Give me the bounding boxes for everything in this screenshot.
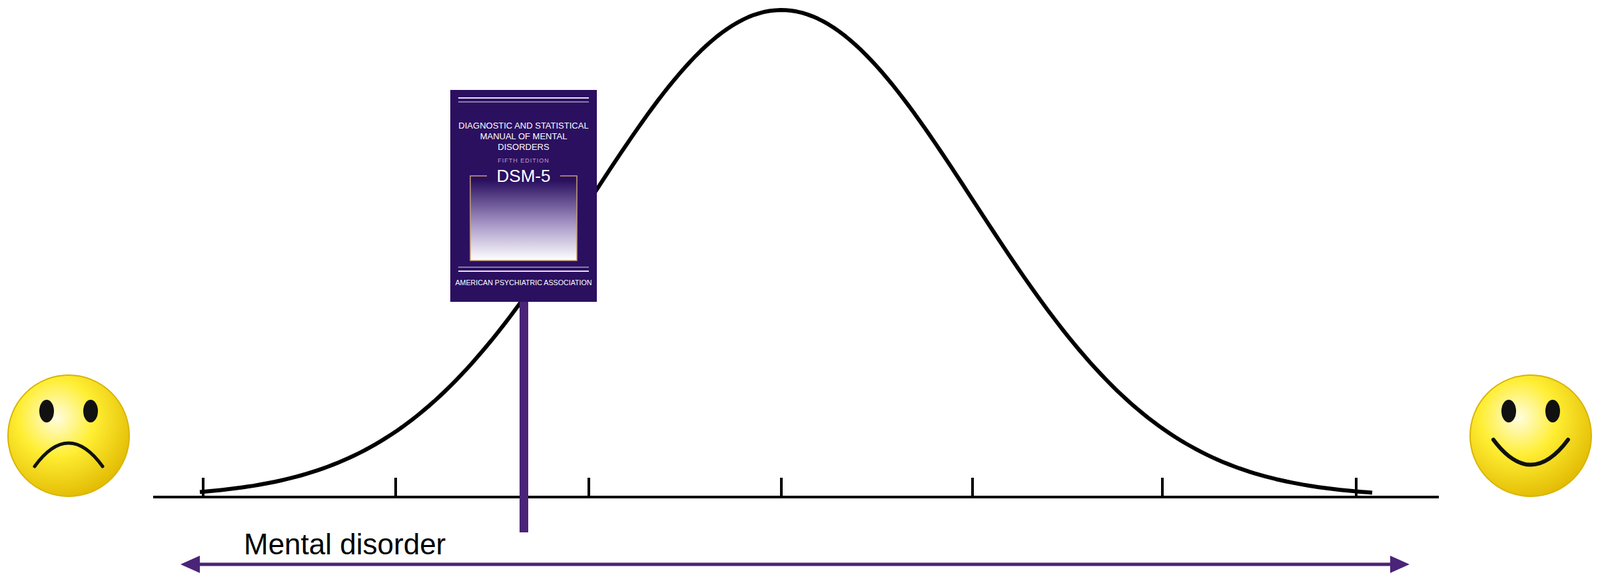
axis-label: Mental disorder [243, 527, 446, 561]
sign-post [519, 293, 529, 533]
book-cover: DIAGNOSTIC AND STATISTICAL MANUAL OF MEN… [450, 89, 597, 302]
cover-text: DIAGNOSTIC AND STATISTICAL MANUAL OF MEN… [454, 119, 593, 154]
range-arrow-line [193, 562, 1398, 567]
sad-face [7, 375, 130, 497]
cover-text: AMERICAN PSYCHIATRIC ASSOCIATION [454, 277, 593, 288]
arrow-head-right [1390, 555, 1410, 573]
normal-curve [199, 9, 1373, 493]
cover-text: FIFTH EDITION [454, 156, 593, 165]
arrow-head-left [180, 555, 200, 573]
axis-ticks [203, 477, 1357, 497]
axis-line [153, 495, 1439, 499]
book-title: DSM-5 [454, 165, 593, 186]
happy-face [1470, 375, 1592, 497]
